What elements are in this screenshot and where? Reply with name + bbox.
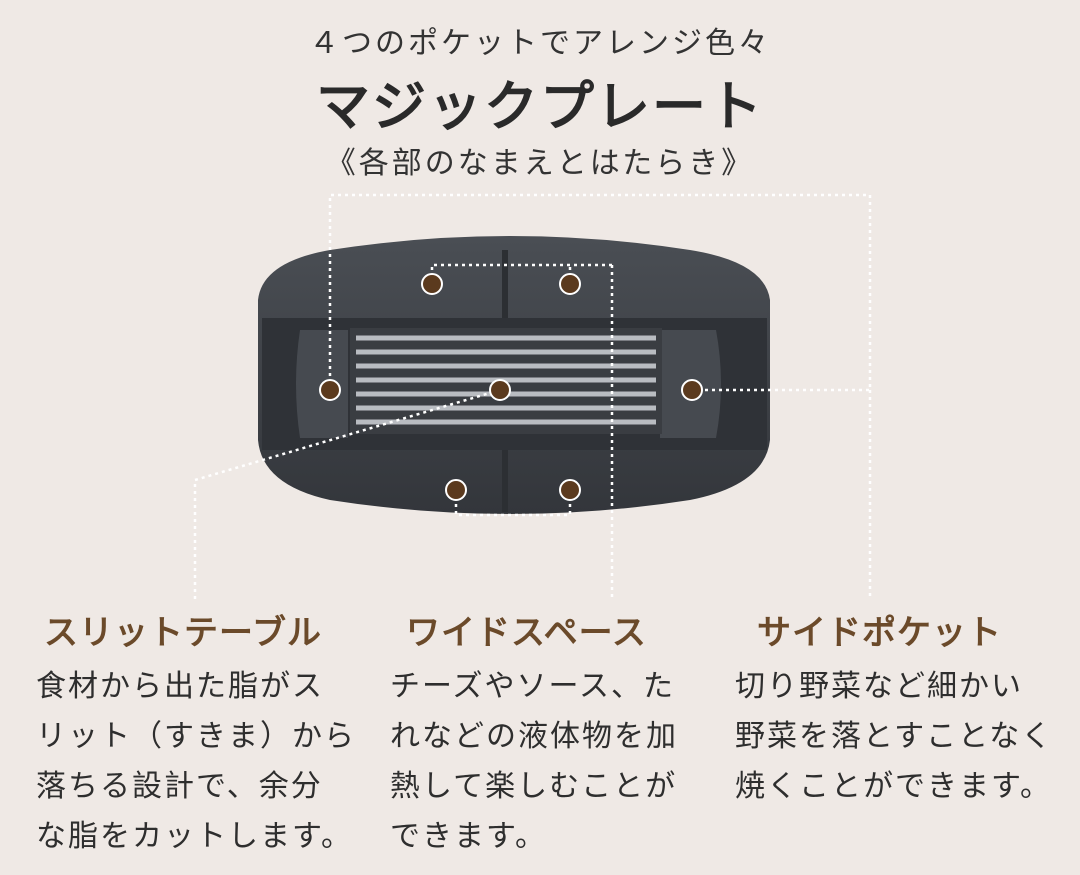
page-subtitle: ４つのポケットでアレンジ色々 bbox=[309, 26, 771, 61]
part-name: ワイドスペース bbox=[406, 613, 647, 653]
marker-wide-bottom-right bbox=[559, 479, 581, 501]
part-description: 食材から出た脂がス リット（すきま）から 落ちる設計で、余分 な脂をカットします… bbox=[36, 669, 356, 854]
part-description: チーズやソース、た れなどの液体物を加 熱して楽しむことが できます。 bbox=[390, 669, 678, 854]
page-title: マジックプレート bbox=[316, 75, 764, 138]
part-description: 切り野菜など細かい 野菜を落とすことなく 焼くことができます。 bbox=[735, 669, 1054, 804]
leader-side-pocket bbox=[328, 193, 872, 392]
leader-slit-table bbox=[193, 388, 501, 600]
page-caption: 《各部のなまえとはたらき》 bbox=[325, 146, 755, 181]
marker-slit bbox=[489, 379, 511, 401]
part-name: スリットテーブル bbox=[44, 613, 322, 653]
part-slit-table: スリットテーブル 食材から出た脂がス リット（すきま）から 落ちる設計で、余分 … bbox=[36, 605, 366, 862]
marker-side-left bbox=[319, 379, 341, 401]
part-side-pocket: サイドポケット 切り野菜など細かい 野菜を落とすことなく 焼くことができます。 bbox=[735, 605, 1065, 812]
part-name: サイドポケット bbox=[757, 613, 1002, 653]
marker-wide-top-right bbox=[559, 273, 581, 295]
part-wide-space: ワイドスペース チーズやソース、た れなどの液体物を加 熱して楽しむことが でき… bbox=[390, 605, 720, 862]
marker-side-right bbox=[681, 379, 703, 401]
marker-wide-top-left bbox=[421, 273, 443, 295]
marker-wide-bottom-left bbox=[445, 479, 467, 501]
